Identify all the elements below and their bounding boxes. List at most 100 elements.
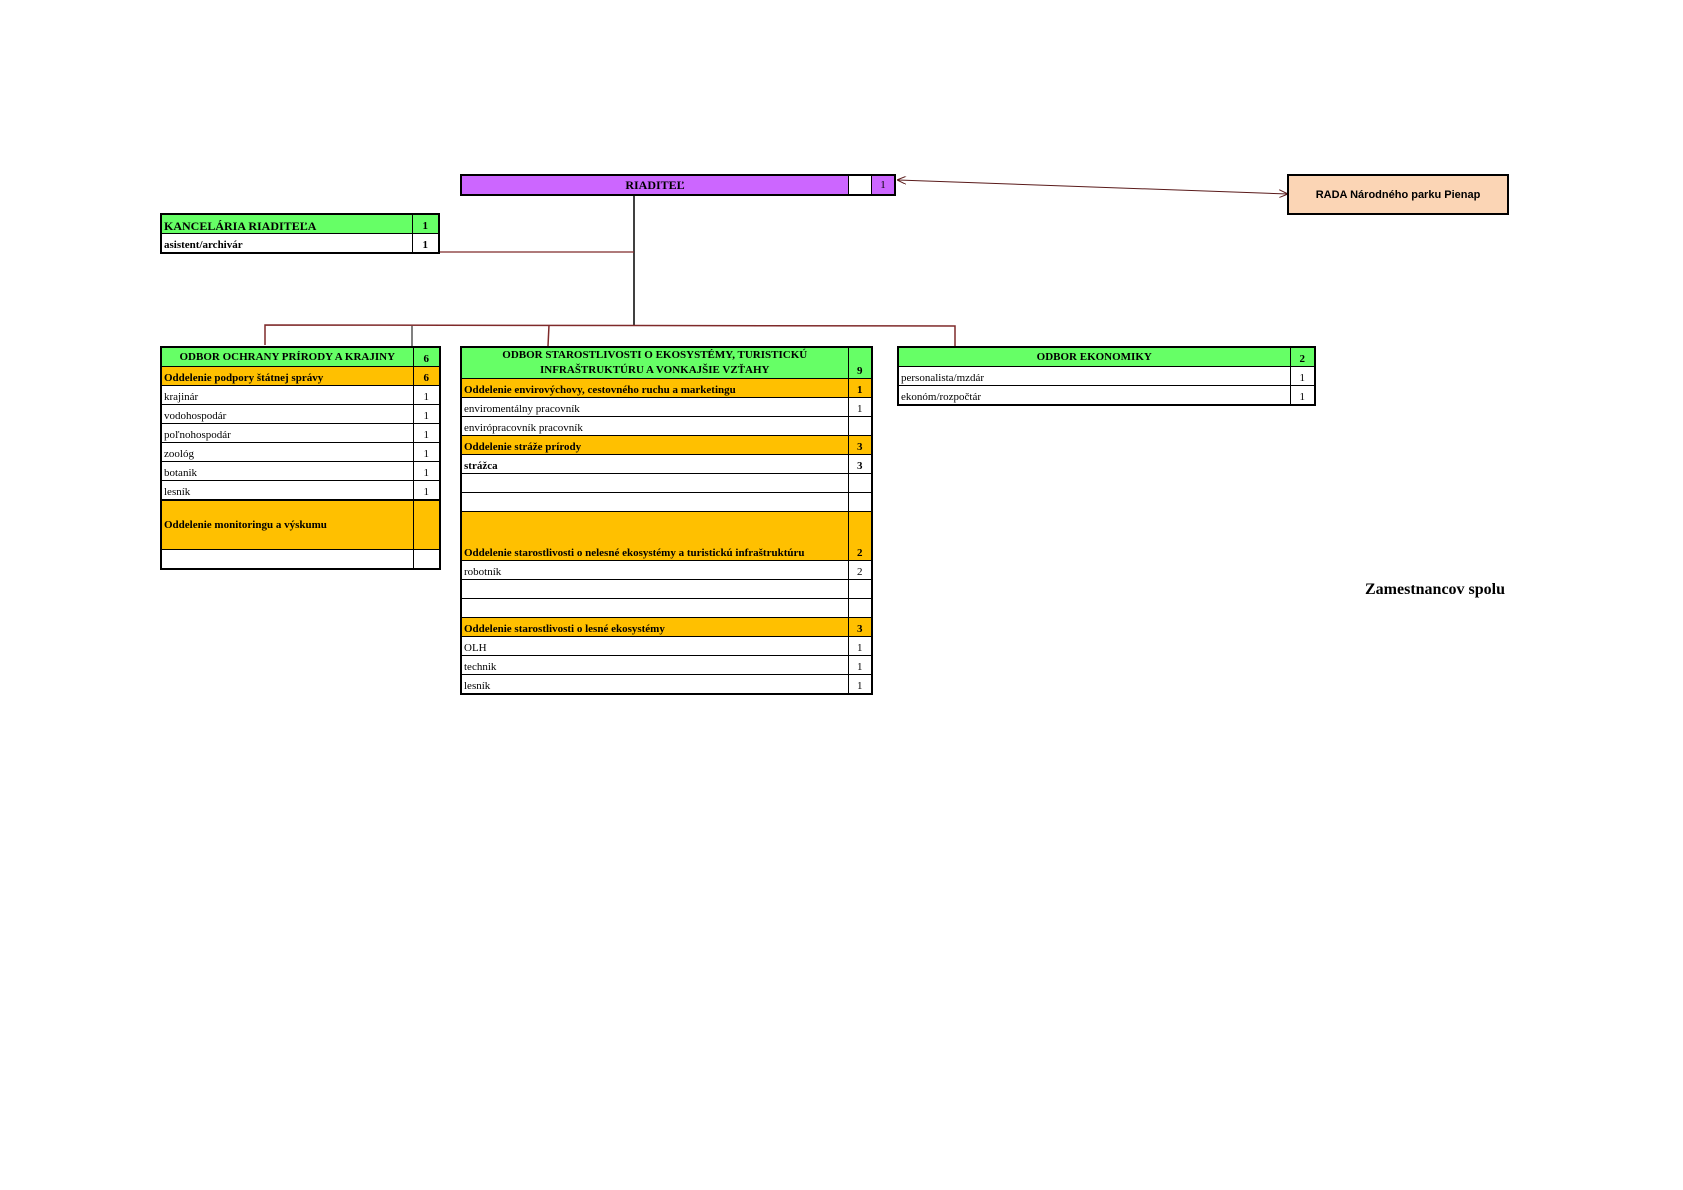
table-row [462,598,871,618]
row-count: 1 [847,636,871,656]
dept2-sub4: Oddelenie starostlivosti o lesné ekosyst… [462,617,871,637]
row-label: technik [462,655,848,675]
dept2-sub4-count: 3 [847,617,871,637]
board-title: RADA Národného parku Pienap [1315,188,1481,201]
dept1-title: ODBOR OCHRANY PRÍRODY A KRAJINY [162,348,413,367]
row-count: 1 [847,655,871,675]
dept3-title: ODBOR EKONOMIKY [899,348,1290,367]
row-label: ekonóm/rozpočtár [901,391,982,403]
row-count: 1 [1289,385,1314,404]
row-label: zoológ [162,442,413,462]
row-label: lesník [162,480,413,501]
table-row: envirópracovník pracovník [462,416,871,436]
row-label [462,492,848,512]
director-board-arrow [898,180,1288,194]
dept2-sub3-count: 2 [847,511,871,561]
row-label: strážca [462,454,848,474]
office-header: KANCELÁRIA RIADITEĽA 1 [162,215,438,234]
dept2-sub2-title: Oddelenie stráže prírody [462,435,848,455]
dept3-count: 2 [1289,348,1314,367]
row-count: 1 [412,385,439,405]
dept3-header: ODBOR EKONOMIKY 2 [899,348,1314,367]
director-spacer [848,176,871,194]
row-count: 1 [412,442,439,462]
row-label [462,598,848,618]
dept2-sub1-title: Oddelenie envirovýchovy, cestovného ruch… [462,378,848,398]
dept2-sub1-count: 1 [847,378,871,398]
row-count [847,416,871,436]
row-count: 1 [412,480,439,501]
dept1-sub1: Oddelenie podpory štátnej správy 6 [162,366,439,386]
table-row [462,473,871,493]
row-label [462,473,848,493]
row-label: botanik [162,461,413,481]
dept-branch [264,324,956,346]
row-count: 1 [1289,366,1314,386]
office-row-count: 1 [411,233,438,252]
director-box: RIADITEĽ 1 [460,174,896,196]
row-label [462,579,848,599]
row-count: 3 [847,454,871,474]
dept1-count: 6 [412,348,439,367]
dept1-header: ODBOR OCHRANY PRÍRODY A KRAJINY 6 [162,348,439,367]
row-label: OLH [462,636,848,656]
dept2-sub3-title: Oddelenie starostlivosti o nelesné ekosy… [462,511,848,561]
dept2-sub4-title: Oddelenie starostlivosti o lesné ekosyst… [462,617,848,637]
dept2-title: ODBOR STAROSTLIVOSTI O EKOSYSTÉMY, TURIS… [462,348,848,379]
row-label [162,550,413,569]
dept2-sub3: Oddelenie starostlivosti o nelesné ekosy… [462,511,871,561]
table-row: ekonóm/rozpočtár 1 [899,385,1314,404]
board-box: RADA Národného parku Pienap [1287,174,1509,215]
row-label: envirópracovník pracovník [462,416,848,436]
row-count: 1 [847,397,871,417]
row-label: lesník [464,680,491,692]
table-row: asistent/archivár 1 [162,233,438,252]
dept1-sub2: Oddelenie monitoringu a výskumu [162,500,439,550]
dept2-sub2-count: 3 [847,435,871,455]
row-label: poľnohospodár [162,423,413,443]
total-label: Zamestnancov spolu [1365,581,1506,598]
dept2-box: ODBOR STAROSTLIVOSTI O EKOSYSTÉMY, TURIS… [460,346,873,695]
dept2-link [547,324,550,347]
row-count [847,473,871,493]
row-count: 2 [847,560,871,580]
row-count [847,492,871,512]
row-count: 1 [412,404,439,424]
office-box: KANCELÁRIA RIADITEĽA 1 asistent/archivár… [160,213,440,254]
dept1-sub2-count [412,500,439,550]
row-label: vodohospodár [162,404,413,424]
office-title: KANCELÁRIA RIADITEĽA [162,215,412,234]
dept1-sub1-count: 6 [412,366,439,386]
dept1-sub2-title: Oddelenie monitoringu a výskumu [162,500,413,550]
director-count: 1 [871,176,894,194]
table-row [462,579,871,599]
table-row [462,492,871,512]
table-row [162,549,439,569]
dept2-count: 9 [847,348,871,379]
office-row-label: asistent/archivár [164,239,243,251]
row-label: enviromentálny pracovník [462,397,848,417]
director-title: RIADITEĽ [625,178,685,192]
row-label: personalista/mzdár [899,366,1290,386]
row-count [847,579,871,599]
dept1-box: ODBOR OCHRANY PRÍRODY A KRAJINY 6 Oddele… [160,346,441,570]
dept2-header: ODBOR STAROSTLIVOSTI O EKOSYSTÉMY, TURIS… [462,348,871,379]
row-count [847,598,871,618]
office-count: 1 [411,215,438,234]
dept2-sub2: Oddelenie stráže prírody 3 [462,435,871,455]
dept2-sub1: Oddelenie envirovýchovy, cestovného ruch… [462,378,871,398]
